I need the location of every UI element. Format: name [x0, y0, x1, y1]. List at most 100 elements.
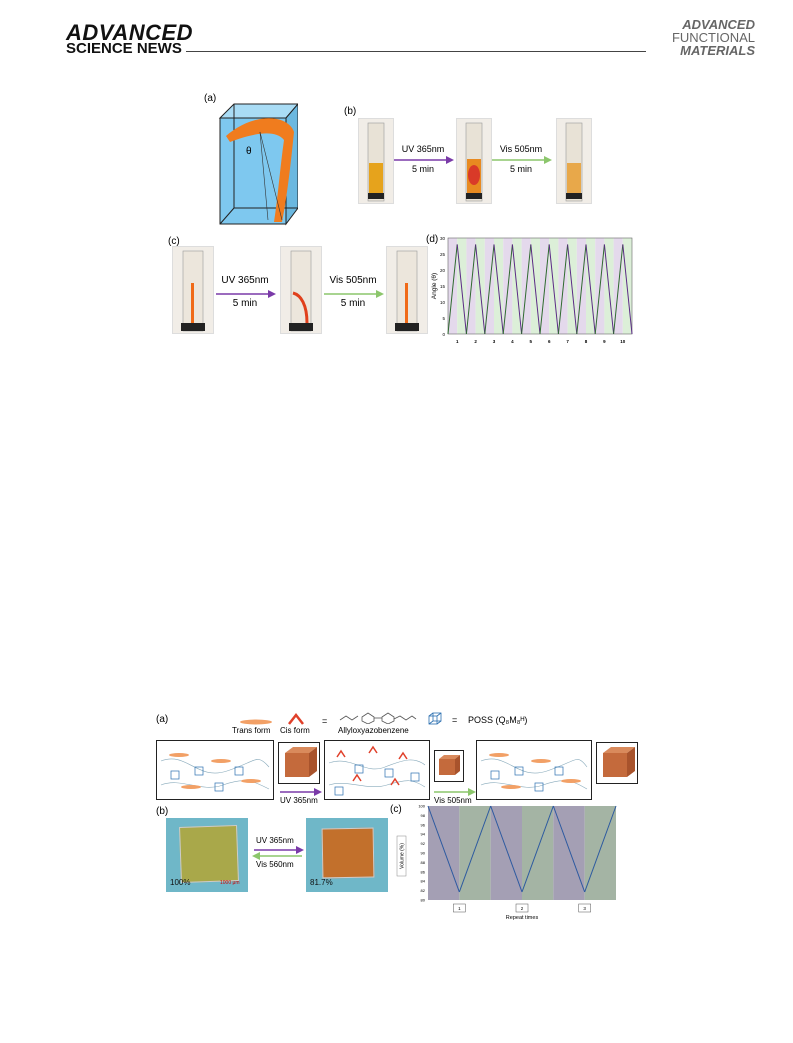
cis-form-label: Cis form	[280, 726, 310, 735]
cube-small-drawing	[439, 755, 460, 775]
x-tick-box	[453, 903, 466, 913]
volume-line-segment	[584, 805, 617, 893]
angle-line-segment	[576, 244, 587, 335]
angle-line-segment	[594, 244, 605, 335]
panel-b-label: (b)	[344, 106, 357, 117]
x-axis-label: Repeat times	[506, 915, 539, 921]
scale-bar-label: 1000 μm	[220, 880, 240, 886]
theta-label: θ	[246, 146, 252, 157]
angle-line-segment	[447, 244, 458, 335]
y-tick-label: 30	[440, 236, 446, 241]
b-double-arrow	[252, 846, 304, 860]
vial-photo-c3	[386, 246, 428, 334]
journal-logo-line3: MATERIALS	[680, 43, 755, 58]
b-arrow-vis-label2: 5 min	[509, 164, 532, 174]
angle-line-segment	[530, 244, 541, 335]
journal-logo-line1: ADVANCED	[682, 17, 755, 32]
x-tick-label: 9	[603, 339, 606, 344]
bottom-vis-label: Vis 505nm	[434, 796, 472, 805]
cuvette-bottom-edge	[219, 207, 235, 225]
allyloxyazobenzene-structure	[339, 712, 417, 724]
panel-c-label: (c)	[168, 236, 180, 247]
x-tick-label: 7	[566, 339, 569, 344]
x-tick-label: 2	[474, 339, 477, 344]
y-axis-label: Volume (%)	[400, 843, 406, 869]
percent-after: 81.7%	[310, 878, 333, 887]
angle-line-segment	[548, 244, 559, 335]
volume-line-segment	[490, 805, 523, 893]
angle-line-segment	[539, 244, 550, 335]
angle-ref-line	[259, 131, 269, 221]
allyloxyazobenzene-label: Allyloxyazobenzene	[338, 726, 409, 735]
network-cis-box	[324, 740, 430, 800]
vial-c3-drawing	[395, 250, 419, 332]
angle-line-segment	[511, 244, 523, 335]
angle-line-segment	[493, 244, 504, 335]
panel-a-label: (a)	[204, 93, 217, 104]
angle-line-segment	[484, 244, 495, 335]
bottom-panel-b-label: (b)	[156, 806, 169, 817]
volume-line-segment	[521, 805, 554, 893]
b-arrow-vis	[492, 156, 552, 164]
cuvette-schematic	[218, 103, 298, 226]
c-arrow-vis-label2: 5 min	[340, 298, 366, 309]
y-tick-label: 98	[421, 813, 426, 818]
volume-line-segment	[427, 805, 460, 893]
angle-line-segment	[613, 244, 624, 335]
angle-line-segment	[521, 244, 532, 335]
x-tick-label: 1	[458, 906, 461, 911]
sample-square-after	[321, 827, 375, 879]
vial-photo-b1	[358, 118, 394, 204]
c-arrow-vis	[324, 290, 384, 298]
trans-form-icon	[240, 719, 272, 725]
y-tick-label: 10	[440, 300, 446, 305]
y-tick-label: 15	[440, 284, 446, 289]
bottom-uv-label: UV 365nm	[280, 796, 318, 805]
y-tick-label: 96	[421, 822, 426, 827]
top-figure: (a) θ (b) UV 365nm 5 min	[0, 0, 793, 360]
y-axis-label: Angle (θ)	[431, 273, 438, 299]
x-tick-box	[578, 903, 591, 913]
vial-c1-drawing	[181, 250, 205, 332]
angle-line-segment	[502, 244, 513, 335]
vial-c2-drawing	[289, 250, 313, 332]
cube-large-1	[278, 742, 320, 784]
y-tick-label: 92	[421, 841, 426, 846]
cube-small	[434, 750, 464, 782]
x-tick-box	[515, 903, 529, 913]
y-tick-label: 20	[440, 268, 446, 273]
y-tick-label: 5	[442, 316, 445, 321]
x-tick-label: 3	[493, 339, 496, 344]
y-tick-label: 80	[421, 898, 426, 903]
journal-logo-line2: FUNCTIONAL	[671, 30, 755, 45]
y-tick-label: 88	[421, 860, 426, 865]
bottom-arrow-vis	[434, 788, 476, 796]
percent-before: 100%	[170, 878, 191, 887]
vial-photo-b2	[456, 118, 492, 204]
c-arrow-uv-label1: UV 365nm	[221, 275, 269, 286]
cube-large-2	[596, 742, 638, 784]
c-arrow-vis-label1: Vis 505nm	[329, 275, 377, 286]
x-tick-label: 1	[456, 339, 459, 344]
angle-line-segment	[585, 244, 596, 335]
x-tick-label: 2	[521, 906, 524, 911]
publisher-logo-line1: ADVANCED	[66, 20, 194, 45]
x-tick-label: 6	[548, 339, 551, 344]
y-tick-label: 82	[421, 888, 426, 893]
x-tick-label: 4	[511, 339, 514, 344]
b-arrow-uv-label1: UV 365nm	[401, 144, 445, 154]
vial-photo-c2	[280, 246, 322, 334]
bottom-figure: (a) Trans form Cis form = Allyloxyazoben…	[0, 700, 793, 940]
journal-logo: ADVANCED FUNCTIONAL MATERIALS	[672, 18, 755, 57]
vial-b1-drawing	[367, 122, 385, 202]
b-arrow-vis-label1: Vis 505nm	[499, 144, 543, 154]
volume-line-segment	[458, 805, 492, 893]
vial-photo-b3	[556, 118, 592, 204]
angle-line-segment	[465, 244, 477, 335]
angle-line	[259, 131, 283, 221]
publisher-logo-line2: SCIENCE NEWS	[66, 40, 182, 57]
network-trans-box	[156, 740, 274, 800]
b-uv-label: UV 365nm	[256, 836, 294, 845]
cis-form-icon	[288, 712, 304, 725]
